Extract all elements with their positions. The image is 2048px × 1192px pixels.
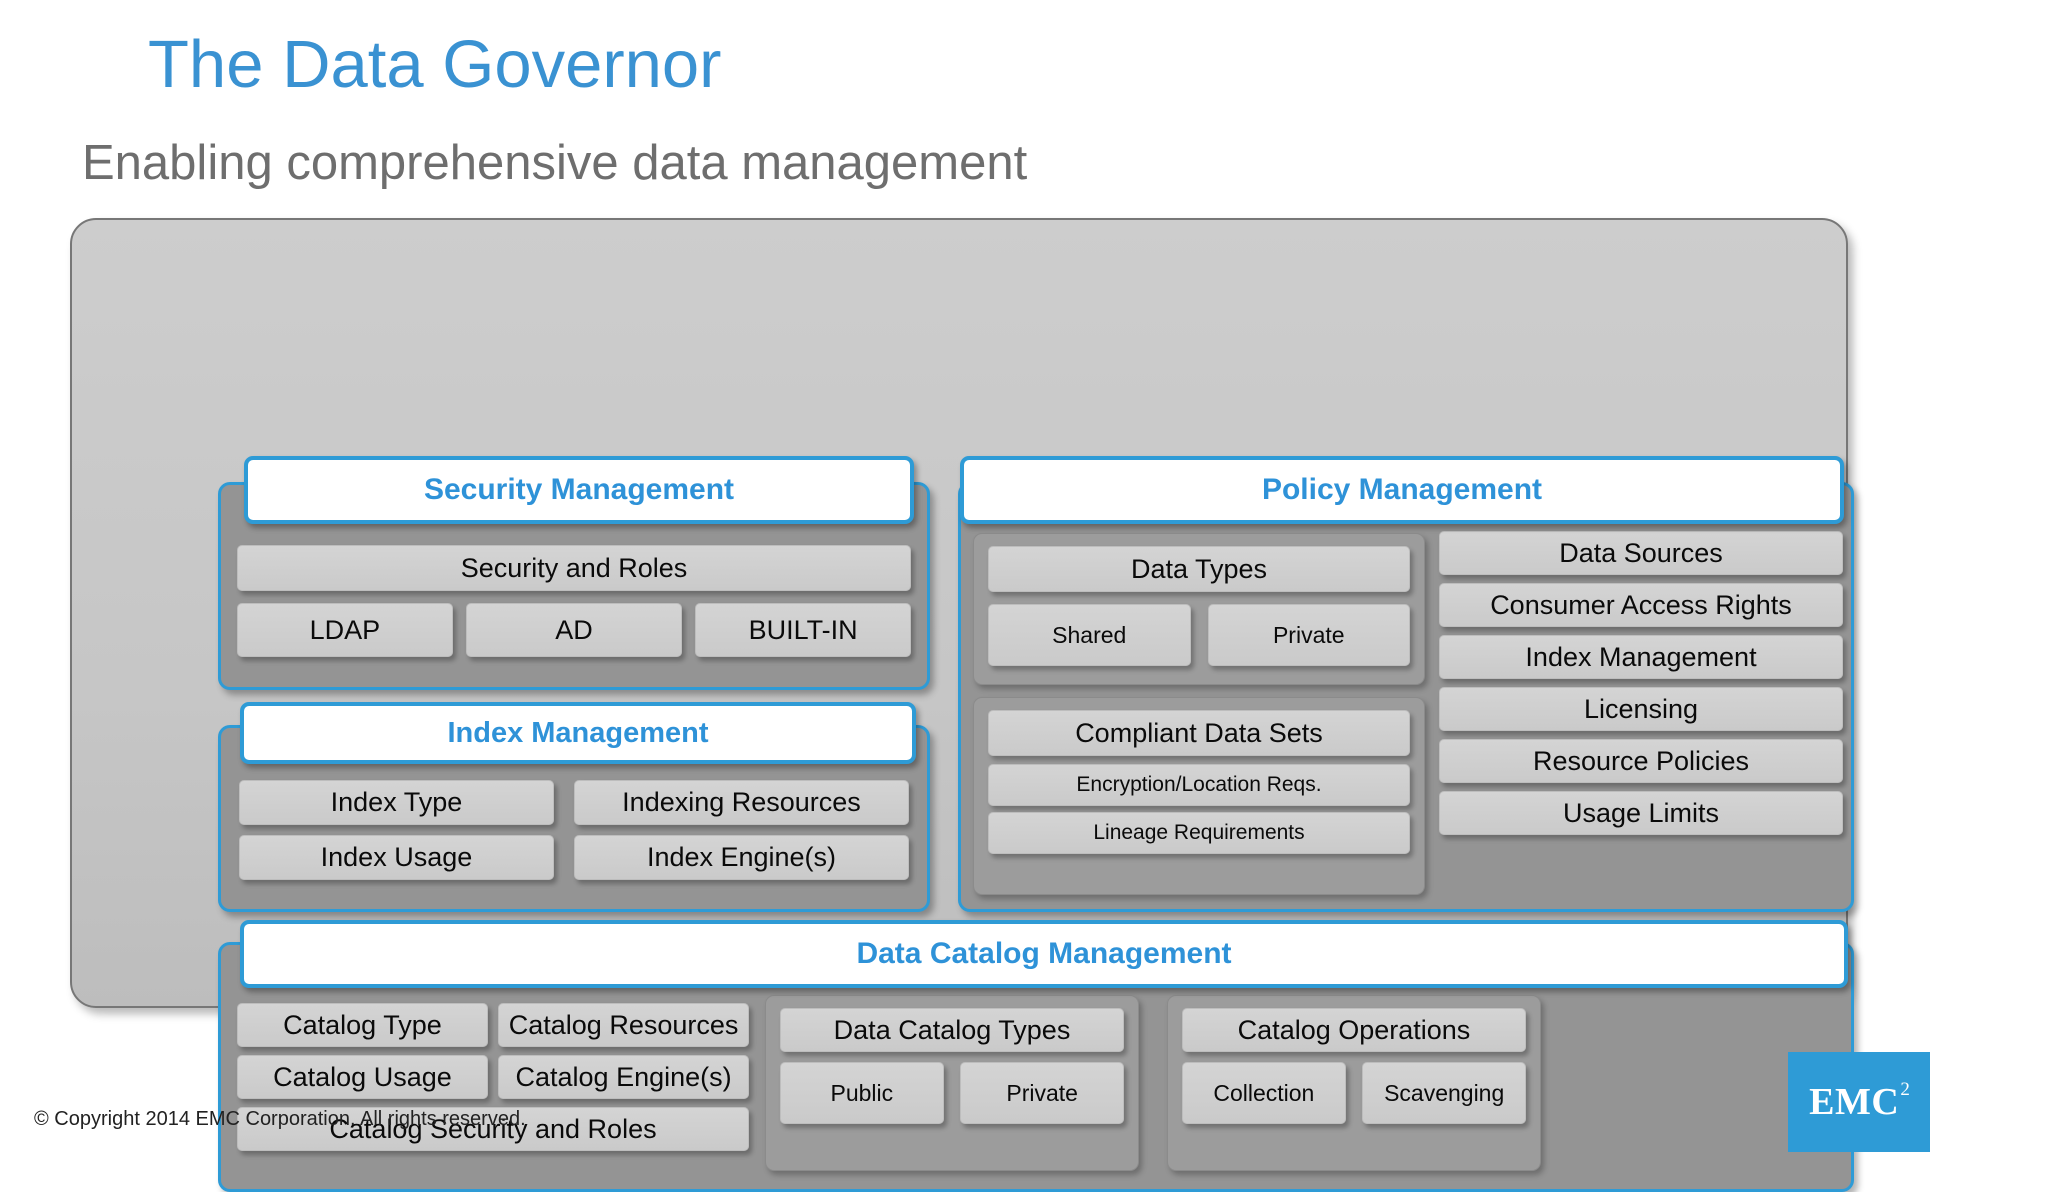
emc-logo-superscript: 2: [1900, 1079, 1910, 1100]
item-index-engines[interactable]: Index Engine(s): [574, 835, 909, 880]
item-resource-policies[interactable]: Resource Policies: [1439, 739, 1843, 783]
header-index-management[interactable]: Index Management: [240, 702, 916, 764]
subgroup-data-catalog-types: Data Catalog Types Public Private: [765, 995, 1139, 1171]
item-private[interactable]: Private: [1207, 604, 1410, 666]
subgroup-compliant-data-sets: Compliant Data Sets Encryption/Location …: [973, 697, 1425, 895]
item-public[interactable]: Public: [780, 1062, 944, 1124]
item-catalog-usage[interactable]: Catalog Usage: [237, 1055, 488, 1099]
policy-right-column: Data Sources Consumer Access Rights Inde…: [1439, 531, 1843, 895]
module-policy-management: Data Types Shared Private Compliant Data…: [958, 482, 1854, 912]
header-policy-management[interactable]: Policy Management: [960, 456, 1844, 524]
item-indexing-resources[interactable]: Indexing Resources: [574, 780, 909, 825]
item-catalog-resources[interactable]: Catalog Resources: [498, 1003, 749, 1047]
item-ldap[interactable]: LDAP: [237, 603, 453, 657]
index-items: Index Type Indexing Resources Index Usag…: [239, 780, 909, 897]
item-catalog-operations[interactable]: Catalog Operations: [1182, 1008, 1526, 1052]
page-subtitle: Enabling comprehensive data management: [82, 136, 1028, 190]
item-consumer-access-rights[interactable]: Consumer Access Rights: [1439, 583, 1843, 627]
item-catalog-security-and-roles[interactable]: Catalog Security and Roles: [237, 1107, 749, 1151]
item-built-in[interactable]: BUILT-IN: [695, 603, 911, 657]
diagram-container: Security and Roles LDAP AD BUILT-IN Secu…: [70, 218, 1854, 1192]
item-data-catalog-types[interactable]: Data Catalog Types: [780, 1008, 1124, 1052]
item-compliant-data-sets[interactable]: Compliant Data Sets: [988, 710, 1410, 756]
copyright-notice: © Copyright 2014 EMC Corporation. All ri…: [34, 1108, 526, 1130]
header-security-management[interactable]: Security Management: [244, 456, 914, 524]
item-index-management[interactable]: Index Management: [1439, 635, 1843, 679]
item-lineage-requirements[interactable]: Lineage Requirements: [988, 812, 1410, 854]
item-collection[interactable]: Collection: [1182, 1062, 1346, 1124]
module-data-catalog-management: Catalog Type Catalog Resources Catalog U…: [218, 942, 1854, 1192]
item-data-sources[interactable]: Data Sources: [1439, 531, 1843, 575]
item-usage-limits[interactable]: Usage Limits: [1439, 791, 1843, 835]
emc-logo-word: EMC: [1809, 1081, 1900, 1123]
item-index-type[interactable]: Index Type: [239, 780, 554, 825]
subgroup-data-types: Data Types Shared Private: [973, 533, 1425, 685]
subgroup-catalog-operations: Catalog Operations Collection Scavenging: [1167, 995, 1541, 1171]
page-title: The Data Governor: [148, 27, 722, 102]
item-data-types[interactable]: Data Types: [988, 546, 1410, 592]
item-security-and-roles[interactable]: Security and Roles: [237, 545, 911, 591]
item-shared[interactable]: Shared: [988, 604, 1191, 666]
item-scavenging[interactable]: Scavenging: [1362, 1062, 1526, 1124]
item-catalog-type[interactable]: Catalog Type: [237, 1003, 488, 1047]
item-licensing[interactable]: Licensing: [1439, 687, 1843, 731]
item-ad[interactable]: AD: [466, 603, 682, 657]
item-index-usage[interactable]: Index Usage: [239, 835, 554, 880]
item-catalog-engines[interactable]: Catalog Engine(s): [498, 1055, 749, 1099]
item-private[interactable]: Private: [960, 1062, 1124, 1124]
header-data-catalog-management[interactable]: Data Catalog Management: [240, 920, 1848, 988]
item-encryption-location-reqs[interactable]: Encryption/Location Reqs.: [988, 764, 1410, 806]
security-items: Security and Roles LDAP AD BUILT-IN: [237, 545, 911, 675]
